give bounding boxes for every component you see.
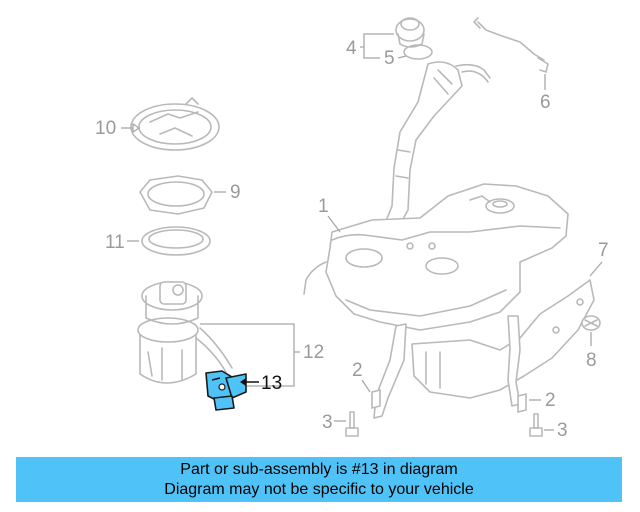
part-3-bolt-right bbox=[529, 413, 543, 437]
part-4-filler-cap bbox=[395, 17, 425, 48]
callout-2-left: 2 bbox=[352, 360, 363, 381]
callout-7: 7 bbox=[598, 240, 609, 261]
part-13-highlighted bbox=[205, 370, 247, 411]
filler-neck bbox=[383, 61, 491, 229]
banner-line-1: Part or sub-assembly is #13 in diagram bbox=[180, 460, 458, 478]
part-3-bolt-left bbox=[345, 411, 359, 437]
callout-13: 13 bbox=[261, 373, 282, 394]
callout-5: 5 bbox=[384, 48, 395, 69]
part-6-vent-line bbox=[473, 17, 549, 73]
callout-2-right: 2 bbox=[545, 390, 556, 411]
part-2-bracket-right bbox=[517, 393, 527, 413]
part-9-retainer-ring bbox=[139, 175, 213, 215]
part-5-filler-seal bbox=[403, 44, 433, 60]
callout-6: 6 bbox=[540, 92, 551, 113]
part-10-lock-ring bbox=[130, 97, 220, 151]
part-12-fuel-pump-module bbox=[137, 281, 233, 384]
part-11-seal-ring bbox=[141, 226, 211, 256]
callout-9: 9 bbox=[230, 182, 241, 203]
callout-12: 12 bbox=[303, 342, 324, 363]
callout-11: 11 bbox=[105, 232, 125, 253]
callout-3-right: 3 bbox=[557, 420, 568, 441]
tank-strap-right bbox=[507, 315, 521, 407]
callout-8: 8 bbox=[586, 350, 597, 371]
callout-3-left: 3 bbox=[322, 412, 333, 433]
callout-4: 4 bbox=[346, 38, 357, 59]
callout-10: 10 bbox=[95, 118, 116, 139]
part-1-fuel-tank bbox=[303, 183, 569, 331]
part-2-bracket-left bbox=[371, 389, 381, 409]
banner-line-2: Diagram may not be specific to your vehi… bbox=[164, 480, 474, 498]
part-8-grommet bbox=[581, 315, 601, 331]
callout-1: 1 bbox=[318, 196, 329, 217]
tank-strap-left bbox=[373, 323, 407, 419]
info-banner: Part or sub-assembly is #13 in diagram D… bbox=[16, 457, 622, 502]
